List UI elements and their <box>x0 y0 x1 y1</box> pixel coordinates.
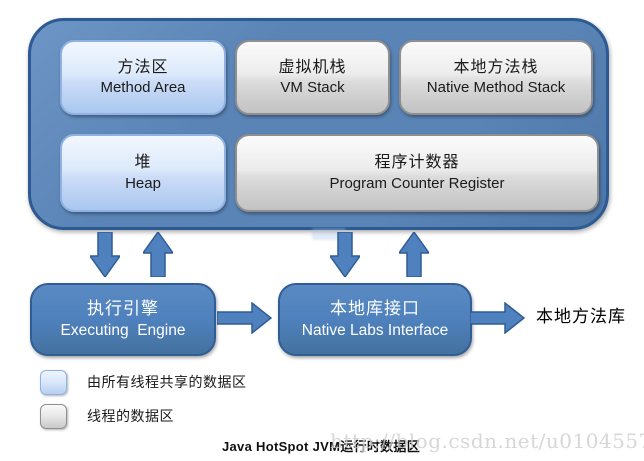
arrow-engine-to-interface-icon <box>217 302 272 334</box>
heap-label-zh: 堆 <box>134 154 152 172</box>
heap-box: 堆 Heap <box>60 134 226 212</box>
legend-label-shared: 由所有线程共享的数据区 <box>87 374 247 390</box>
native-labs-interface-label-zh: 本地库接口 <box>330 298 420 318</box>
arrow-interface-to-native-lib-icon <box>470 302 525 334</box>
method-area-label-en: Method Area <box>100 79 186 97</box>
native-method-stack-label-en: Native Method Stack <box>426 79 566 97</box>
pc-register-label-zh: 程序计数器 <box>374 154 460 172</box>
native-method-stack-box: 本地方法栈 Native Method Stack <box>399 40 593 115</box>
csdn-watermark: http://blog.csdn.net/u010455714 <box>330 429 644 453</box>
native-method-library-label: 本地方法库 <box>536 307 626 326</box>
vm-stack-box: 虚拟机栈 VM Stack <box>235 40 390 115</box>
native-labs-interface-label-en: Native Labs Interface <box>301 321 449 339</box>
down-arrow-right-icon <box>330 232 360 277</box>
legend-swatch-shared <box>40 369 67 395</box>
up-arrow-right-icon <box>399 232 429 277</box>
program-counter-register-box: 程序计数器 Program Counter Register <box>235 134 599 212</box>
heap-label-en: Heap <box>125 174 161 192</box>
executing-engine-label-en: Executing Engine <box>60 321 186 339</box>
executing-engine-box: 执行引擎 Executing Engine <box>30 283 216 356</box>
executing-engine-label-zh: 执行引擎 <box>87 298 159 318</box>
vm-stack-label-en: VM Stack <box>280 79 345 97</box>
legend-swatch-thread <box>40 403 67 429</box>
native-labs-interface-box: 本地库接口 Native Labs Interface <box>278 283 472 356</box>
legend-row-shared: 由所有线程共享的数据区 <box>40 369 247 395</box>
up-arrow-left-icon <box>143 232 173 277</box>
legend-label-thread: 线程的数据区 <box>87 408 174 424</box>
down-arrow-left-icon <box>90 232 120 277</box>
method-area-label-zh: 方法区 <box>117 58 169 76</box>
method-area-box: 方法区 Method Area <box>60 40 226 115</box>
diagram-caption: Java HotSpot JVM运行时数据区 <box>222 439 421 454</box>
pc-register-label-en: Program Counter Register <box>329 174 505 192</box>
legend-row-thread: 线程的数据区 <box>40 403 174 429</box>
vm-stack-label-zh: 虚拟机栈 <box>278 58 347 76</box>
native-method-stack-label-zh: 本地方法栈 <box>453 58 539 76</box>
